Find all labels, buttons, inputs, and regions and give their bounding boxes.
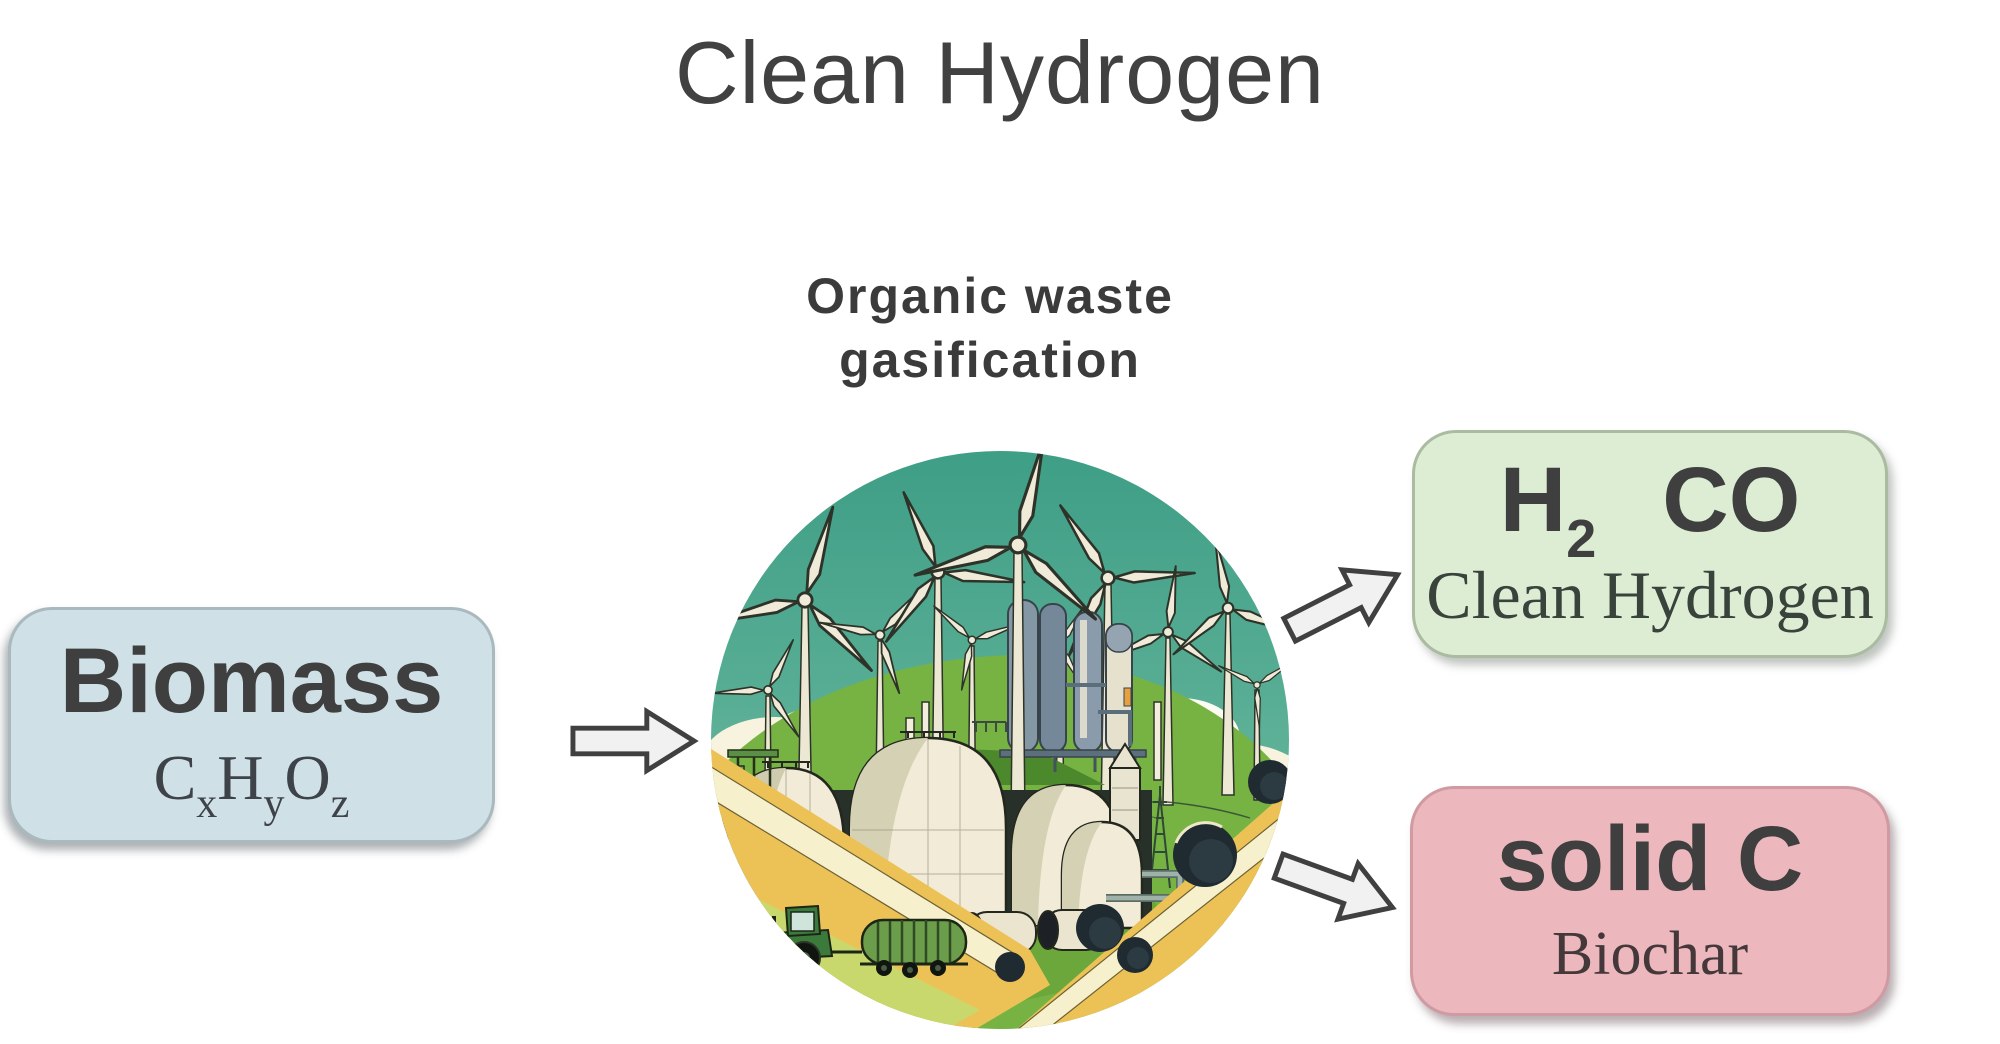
- biomass-box: Biomass CxHyOz: [8, 607, 495, 843]
- formula-h-sub: y: [263, 781, 285, 827]
- gas-h2: H2: [1500, 454, 1597, 566]
- formula-o: O: [284, 742, 331, 813]
- biomass-title: Biomass: [59, 630, 444, 732]
- page-title: Clean Hydrogen: [675, 23, 1325, 122]
- gas-co: CO: [1662, 448, 1801, 551]
- gasification-illustration: [710, 450, 1290, 1030]
- gas-h-sub: 2: [1566, 508, 1597, 569]
- process-label-line1: Organic waste: [806, 268, 1174, 324]
- arrow-gasifier-to-biochar: [1264, 832, 1408, 942]
- solid-caption: Biochar: [1551, 919, 1749, 988]
- biomass-formula: CxHyOz: [153, 741, 350, 827]
- gas-h: H: [1499, 448, 1567, 551]
- gas-caption: Clean Hydrogen: [1426, 556, 1874, 633]
- formula-o-sub: z: [330, 781, 350, 827]
- hydrogen-output-box: H2 CO Clean Hydrogen: [1412, 430, 1888, 658]
- arrow-biomass-to-gasifier: [570, 706, 699, 776]
- formula-c-sub: x: [196, 781, 218, 827]
- process-label-line2: gasification: [839, 332, 1141, 388]
- solid-title: solid C: [1496, 807, 1804, 910]
- arrow-gasifier-to-hydrogen: [1271, 542, 1417, 662]
- block-arrow-icon: [570, 707, 699, 775]
- gas-formula: H2 CO: [1500, 448, 1801, 566]
- process-label: Organic waste gasification: [690, 264, 1290, 392]
- biochar-output-box: solid C Biochar: [1410, 786, 1890, 1016]
- formula-h: H: [217, 742, 264, 813]
- formula-c: C: [153, 742, 197, 813]
- block-arrow-icon: [1280, 567, 1402, 645]
- hay-bales-icon: [995, 760, 1289, 982]
- block-arrow-icon: [1271, 850, 1397, 923]
